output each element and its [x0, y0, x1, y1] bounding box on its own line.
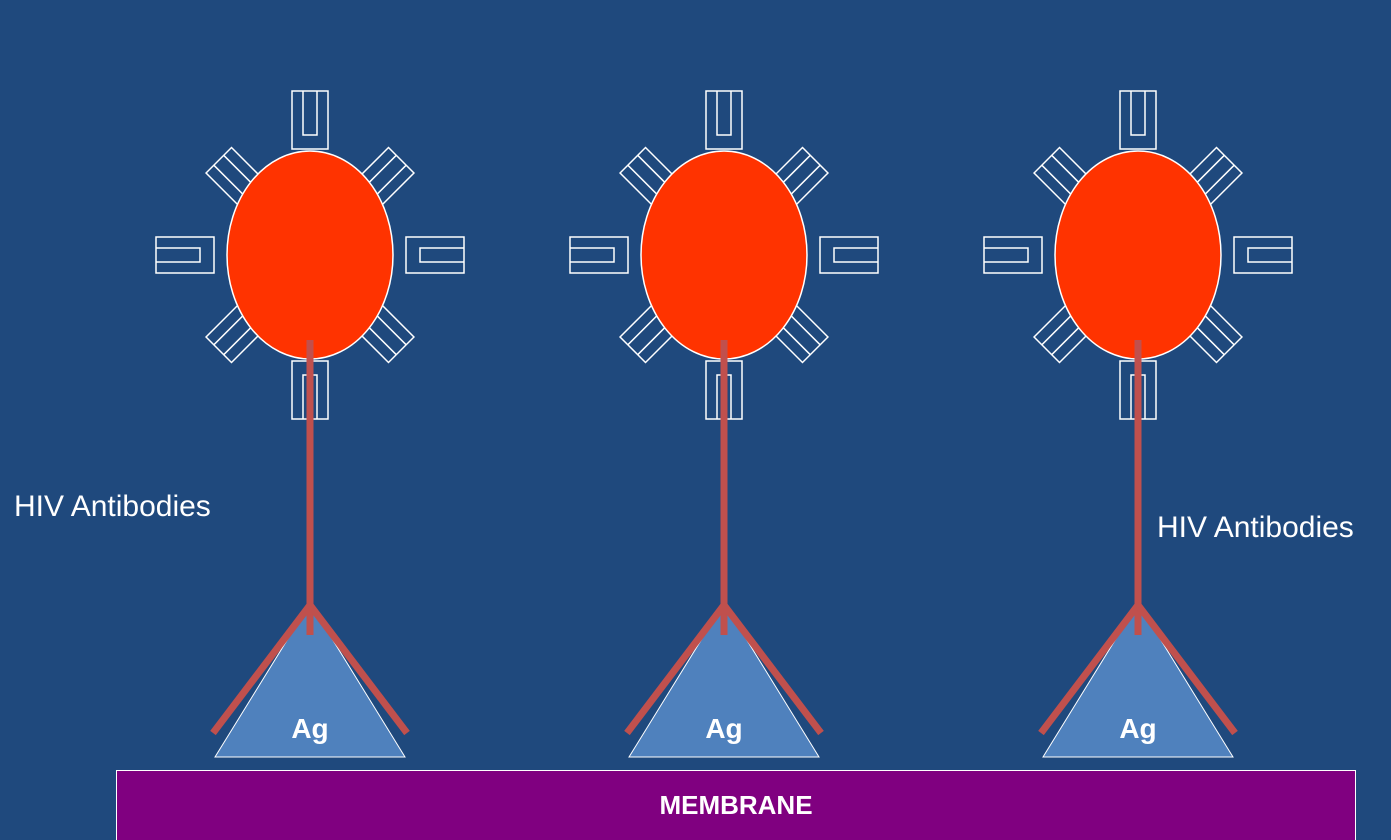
antibody-antigen-complex: Ag	[570, 91, 878, 757]
receptor-icon	[156, 237, 214, 273]
receptor-icon	[820, 237, 878, 273]
receptor-icon	[1234, 237, 1292, 273]
virus-body	[1055, 151, 1221, 359]
virus-body	[641, 151, 807, 359]
receptor-icon	[706, 91, 742, 149]
antibody-antigen-complex: Ag	[156, 91, 464, 757]
receptor-icon	[406, 237, 464, 273]
antigen-label: Ag	[291, 713, 328, 744]
receptor-icon	[570, 237, 628, 273]
antibody-antigen-complex: Ag	[984, 91, 1292, 757]
virus-body	[227, 151, 393, 359]
antigen-label: Ag	[1119, 713, 1156, 744]
membrane: MEMBRANE	[116, 770, 1356, 840]
receptor-icon	[292, 91, 328, 149]
antigen-label: Ag	[705, 713, 742, 744]
hiv-antibodies-label-right: HIV Antibodies	[1157, 511, 1354, 545]
hiv-antibodies-label-left: HIV Antibodies	[14, 490, 211, 524]
receptor-icon	[984, 237, 1042, 273]
receptor-icon	[1120, 91, 1156, 149]
membrane-label: MEMBRANE	[659, 790, 812, 821]
